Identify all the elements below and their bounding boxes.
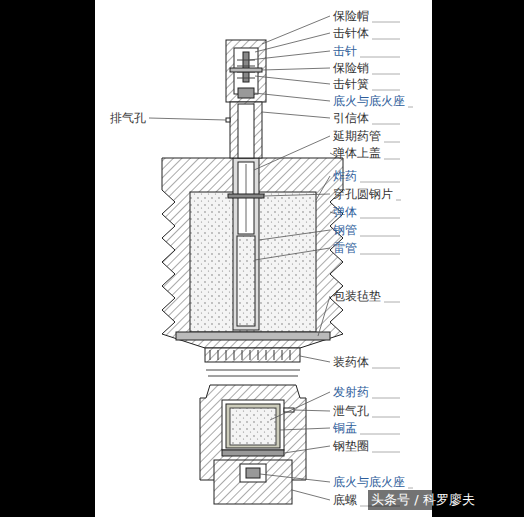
part-label: 底火与底火座 xyxy=(333,475,405,489)
thread-lines xyxy=(210,350,290,360)
safety-cap xyxy=(226,40,266,102)
part-label: 击针簧 xyxy=(333,77,369,91)
part-label: 钢垫圈 xyxy=(333,439,369,453)
label-rule xyxy=(372,417,400,418)
leader-line xyxy=(264,194,330,196)
leader-line xyxy=(260,474,330,482)
leader-line xyxy=(284,446,330,453)
thread xyxy=(206,370,300,376)
part-label: 铜盂 xyxy=(333,421,357,435)
part-label: 雷管 xyxy=(333,241,357,255)
part-label: 弹体上盖 xyxy=(333,146,381,160)
leader-line xyxy=(292,490,330,500)
leader-line xyxy=(254,136,330,170)
leader-line xyxy=(316,176,330,200)
part-label: 保险销 xyxy=(333,61,369,75)
fuse-body xyxy=(230,102,262,158)
part-label: 装药体 xyxy=(333,355,369,369)
part-label: 弹体 xyxy=(333,205,357,219)
leader-lines xyxy=(149,16,413,506)
leader-line xyxy=(249,51,330,60)
part-label: 炸药 xyxy=(333,169,357,183)
label-rule xyxy=(372,90,400,91)
primer xyxy=(238,88,254,98)
exhaust-hole xyxy=(226,118,230,122)
label-rule xyxy=(372,368,400,369)
base-primer xyxy=(246,468,260,478)
leader-line xyxy=(255,33,330,52)
fuse-channel xyxy=(238,104,254,158)
label-rule xyxy=(384,159,400,160)
leader-line xyxy=(149,118,226,120)
part-label: 排气孔 xyxy=(110,111,146,125)
propellant xyxy=(230,408,276,445)
watermark: 头条号 / 科罗廖夫 xyxy=(368,490,478,510)
copper-cup xyxy=(226,404,280,448)
leader-line xyxy=(294,410,330,411)
label-rule xyxy=(360,57,400,58)
safety-pin xyxy=(230,68,262,72)
grenade-body xyxy=(162,158,343,362)
leader-line xyxy=(254,93,330,101)
base-primer-seat xyxy=(240,464,266,482)
part-label: 击针体 xyxy=(333,26,369,40)
label-rule xyxy=(360,236,400,237)
part-label: 钢管 xyxy=(333,223,357,237)
label-rule xyxy=(408,488,413,489)
part-label: 包装毡垫 xyxy=(333,289,381,303)
leader-line xyxy=(255,76,330,84)
steel-tube xyxy=(233,158,259,330)
leader-line xyxy=(270,392,330,420)
label-rule xyxy=(396,200,401,201)
grenade-shell xyxy=(162,158,343,348)
part-label: 底螺 xyxy=(333,493,357,507)
label-rule xyxy=(408,107,413,108)
white-panel xyxy=(95,0,432,517)
label-rule xyxy=(360,254,400,255)
steel-washer xyxy=(222,450,284,456)
leader-line xyxy=(262,112,330,118)
perforated-disc xyxy=(228,194,264,198)
leader-line xyxy=(300,356,330,362)
part-label: 延期药管 xyxy=(333,129,381,143)
part-label: 保险帽 xyxy=(333,9,369,23)
leader-line xyxy=(262,16,330,44)
label-rule xyxy=(360,218,400,219)
cavity xyxy=(222,400,284,450)
leader-line xyxy=(262,68,330,70)
label-rule xyxy=(384,142,400,143)
part-label: 引信体 xyxy=(333,111,369,125)
leader-line xyxy=(318,296,330,336)
base-screw xyxy=(214,460,292,504)
label-rule xyxy=(372,39,400,40)
label-rule xyxy=(372,398,400,399)
label-rule xyxy=(372,74,400,75)
label-rule xyxy=(360,182,400,183)
label-rule xyxy=(384,302,400,303)
part-label: 击针 xyxy=(333,44,357,58)
label-rule xyxy=(372,124,400,125)
base-thread xyxy=(205,348,300,362)
part-label: 穿孔圆钢片 xyxy=(333,187,393,201)
detonator xyxy=(237,236,255,326)
leader-line xyxy=(255,248,330,260)
part-label: 底火与底火座 xyxy=(333,94,405,108)
leader-line xyxy=(259,230,330,240)
leader-line xyxy=(280,428,330,430)
felt-pad xyxy=(176,332,330,340)
label-rule xyxy=(360,434,400,435)
label-rule xyxy=(372,452,400,453)
part-label: 泄气孔 xyxy=(333,404,369,418)
part-label: 发射药 xyxy=(333,385,369,399)
label-rule xyxy=(372,22,400,23)
